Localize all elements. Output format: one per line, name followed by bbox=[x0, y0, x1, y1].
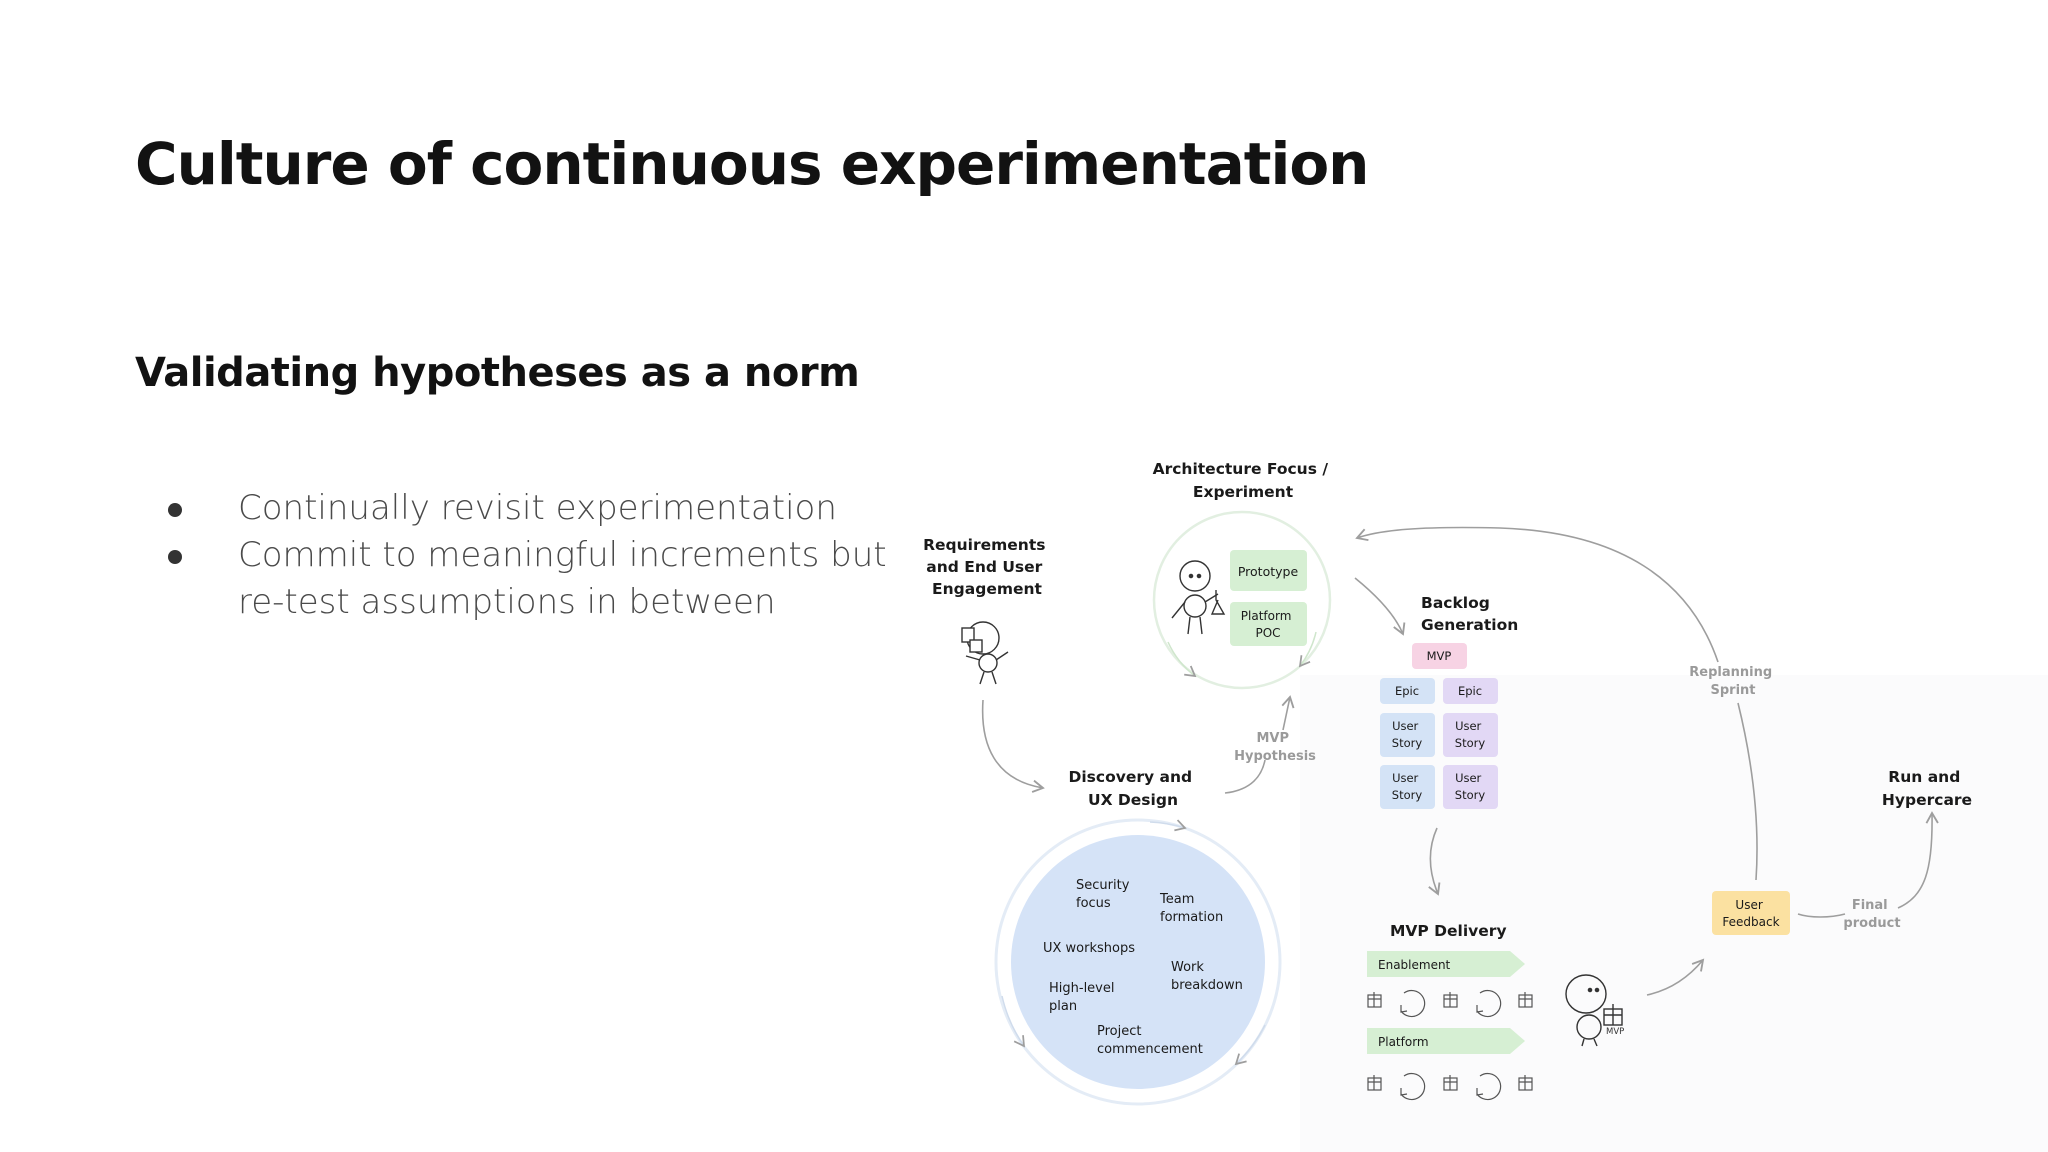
svg-text:MVP: MVP bbox=[1427, 649, 1452, 663]
cycle-icon bbox=[1400, 1072, 1426, 1101]
cycle-icon bbox=[1476, 989, 1502, 1018]
run-hypercare-node: Run and Hypercare bbox=[1882, 768, 1972, 809]
ux-workshops-label: UX workshops bbox=[1043, 941, 1135, 956]
mvp-hypothesis-label: MVP Hypothesis bbox=[1234, 731, 1316, 764]
bullet-text: Continually revisit experimentation bbox=[238, 488, 837, 528]
svg-text:Epic: Epic bbox=[1395, 684, 1419, 698]
person-icon bbox=[961, 621, 1009, 685]
sprint-icons bbox=[1367, 989, 1533, 1101]
svg-text:Platform POC: Platform POC bbox=[1241, 609, 1295, 640]
person-with-mvp-icon bbox=[1565, 974, 1623, 1047]
epic-chip bbox=[1380, 678, 1435, 704]
bullet-dot bbox=[168, 503, 182, 517]
slide-subtitle: Validating hypotheses as a norm bbox=[135, 350, 860, 396]
bullet-text: Commit to meaningful increments but re-t… bbox=[238, 535, 887, 622]
gift-icon bbox=[1443, 1075, 1458, 1091]
svg-text:User Feedback: User Feedback bbox=[1722, 898, 1779, 929]
svg-text:User Story: User Story bbox=[1455, 719, 1486, 750]
user-story-chip bbox=[1443, 765, 1498, 809]
mvp-delivery-node: MVP Delivery Enablement Platform MVP bbox=[1367, 922, 1624, 1101]
gift-icon bbox=[1518, 992, 1533, 1008]
arrow-discovery-to-hypothesis bbox=[1224, 759, 1266, 794]
mvp-chip bbox=[1412, 643, 1467, 669]
final-product-label: Final product bbox=[1843, 898, 1900, 931]
arrow-delivery-to-feedback bbox=[1646, 958, 1705, 996]
arrow-feedback-to-final bbox=[1797, 913, 1846, 918]
user-story-chip bbox=[1443, 713, 1498, 757]
arrow-feedback-to-replanning bbox=[1737, 702, 1758, 881]
arrow-backlog-to-delivery bbox=[1428, 827, 1441, 896]
arrow-hypothesis-to-architecture bbox=[1281, 695, 1295, 731]
gift-icon bbox=[1443, 992, 1458, 1008]
svg-text:User Story: User Story bbox=[1392, 771, 1423, 802]
platform-poc-box bbox=[1230, 602, 1307, 646]
svg-text:Epic: Epic bbox=[1458, 684, 1482, 698]
arrow-requirements-to-discovery bbox=[981, 699, 1045, 793]
discovery-circle bbox=[1011, 835, 1265, 1089]
svg-text:Prototype: Prototype bbox=[1238, 564, 1299, 579]
gift-icon bbox=[1367, 992, 1382, 1008]
arrow-final-to-run bbox=[1897, 811, 1939, 909]
svg-text:Architecture Focus / Exp: Architecture Focus / Experiment bbox=[1153, 460, 1334, 501]
cycle-icon bbox=[1400, 989, 1426, 1018]
bullet-item: Commit to meaningful increments but re-t… bbox=[160, 532, 920, 626]
arrow-architecture-to-backlog bbox=[1354, 577, 1406, 636]
gift-icon bbox=[1367, 1075, 1382, 1091]
bullet-list: Continually revisit experimentation Comm… bbox=[160, 485, 920, 626]
platform-arrow bbox=[1367, 1028, 1525, 1054]
scientist-icon bbox=[1171, 560, 1226, 635]
backlog-node: Backlog Generation MVP Epic Epic User St… bbox=[1380, 594, 1518, 809]
bullet-dot bbox=[168, 550, 182, 564]
svg-text:MVP Delivery: MVP Delivery bbox=[1390, 922, 1507, 940]
replanning-sprint-label: Replanning Sprint bbox=[1689, 665, 1776, 698]
enablement-arrow bbox=[1367, 951, 1525, 977]
svg-text:Enablement: Enablement bbox=[1378, 958, 1451, 972]
svg-text:Platform: Platform bbox=[1378, 1035, 1429, 1049]
gift-icon bbox=[1518, 1075, 1533, 1091]
svg-text:Discovery and UX Design: Discovery and UX Design bbox=[1069, 768, 1198, 809]
requirements-node: Requirements and End User Engagement bbox=[923, 536, 1051, 685]
architecture-node: Architecture Focus / Experiment Prototyp… bbox=[1153, 460, 1334, 690]
svg-text:Backlog Generation: Backlog Generation bbox=[1421, 594, 1518, 634]
epic-chip bbox=[1443, 678, 1498, 704]
svg-text:MVP: MVP bbox=[1606, 1027, 1624, 1037]
svg-text:User Story: User Story bbox=[1455, 771, 1486, 802]
svg-text:User Story: User Story bbox=[1392, 719, 1423, 750]
slide-title: Culture of continuous experimentation bbox=[135, 130, 1369, 198]
svg-text:Requirements and End Use: Requirements and End User Engagement bbox=[923, 536, 1051, 598]
cycle-icon bbox=[1476, 1072, 1502, 1101]
arrow-replanning-to-architecture bbox=[1355, 526, 1719, 663]
prototype-box bbox=[1230, 550, 1307, 591]
bullet-item: Continually revisit experimentation bbox=[160, 485, 920, 532]
user-feedback-node: User Feedback bbox=[1712, 891, 1790, 935]
user-story-chip bbox=[1380, 713, 1435, 757]
user-story-chip bbox=[1380, 765, 1435, 809]
flow-arrows bbox=[981, 526, 1939, 996]
